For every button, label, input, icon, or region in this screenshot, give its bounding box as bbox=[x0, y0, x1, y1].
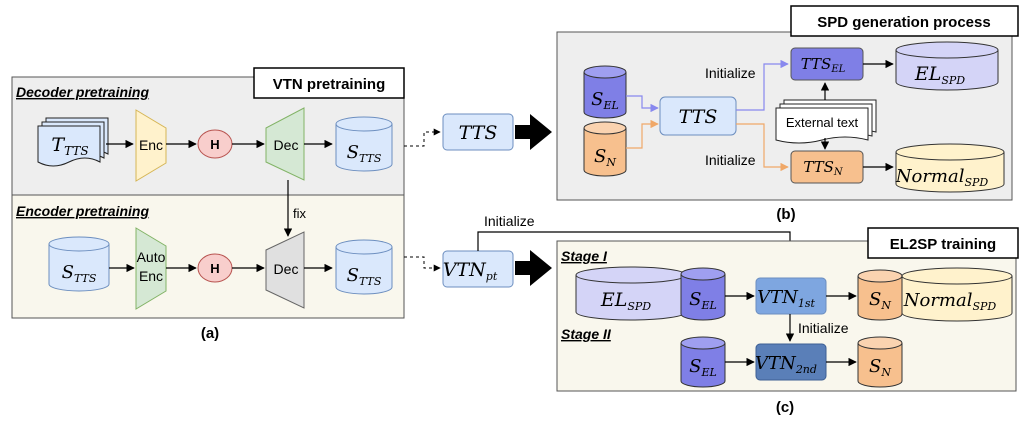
decoder-block-bottom bbox=[265, 231, 305, 309]
auto-encoder-label-2: Enc bbox=[139, 268, 163, 284]
stage-1-label: Stage I bbox=[561, 248, 608, 264]
vtn-2nd-label: VTN2nd bbox=[755, 353, 817, 376]
panel-b: SPD generation process SEL SN TTS Initia… bbox=[556, 5, 1019, 223]
el2sp-title: EL2SP training bbox=[890, 236, 996, 253]
hidden-label-top: H bbox=[210, 137, 219, 152]
s-n-label-b: SN bbox=[594, 146, 616, 169]
tts-n-label: TTSN bbox=[803, 158, 844, 178]
spd-title-box bbox=[790, 5, 1019, 37]
normal-spd-cylinder-c bbox=[901, 267, 1013, 322]
decoder-label-bottom: Dec bbox=[274, 261, 299, 277]
s-n-label-c2: SN bbox=[869, 356, 891, 379]
s-tts-label-right: STTS bbox=[347, 265, 382, 288]
tts-el-label: TTSEL bbox=[801, 55, 846, 75]
panel-c: EL2SP training Stage I Stage II ELSPD SE… bbox=[556, 227, 1019, 416]
caption-c: (c) bbox=[776, 399, 794, 416]
external-text-label: External text bbox=[786, 115, 859, 130]
s-el-cylinder-c1 bbox=[680, 267, 726, 321]
s-tts-label-left: STTS bbox=[62, 262, 97, 285]
decoder-label-top: Dec bbox=[274, 137, 299, 153]
s-el-label-b: SEL bbox=[591, 89, 619, 112]
s-n-cylinder-c1 bbox=[857, 269, 903, 321]
fix-label: fix bbox=[293, 206, 307, 221]
initialize-label-middle: Initialize bbox=[484, 213, 535, 229]
tts-box-b bbox=[659, 96, 737, 136]
s-n-label-c1: SN bbox=[869, 289, 891, 312]
initialize-label-bottom: Initialize bbox=[705, 152, 756, 168]
normal-spd-label-c: NormalSPD bbox=[903, 290, 997, 313]
s-el-label-c1: SEL bbox=[689, 289, 717, 312]
el2sp-title-box bbox=[867, 227, 1019, 259]
tts-box bbox=[442, 113, 514, 151]
caption-b: (b) bbox=[776, 206, 795, 223]
hidden-label-bottom: H bbox=[210, 261, 219, 276]
s-n-cylinder-c2 bbox=[857, 336, 903, 388]
vtn-pt-label: VTNpt bbox=[443, 259, 498, 283]
s-el-cylinder-b bbox=[583, 65, 627, 119]
s-el-label-c2: SEL bbox=[689, 356, 717, 379]
el-spd-cylinder-b bbox=[895, 41, 999, 91]
normal-spd-cylinder-b bbox=[895, 143, 1005, 193]
vtn-pretraining-title: VTN pretraining bbox=[273, 76, 386, 93]
encoder-block bbox=[135, 109, 167, 182]
s-tts-cylinder-top bbox=[335, 116, 393, 172]
normal-spd-label-b: NormalSPD bbox=[895, 166, 989, 189]
middle-column: TTS VTNpt Initialize bbox=[404, 113, 795, 288]
caption-a: (a) bbox=[201, 325, 219, 342]
encoder-pretraining-label: Encoder pretraining bbox=[16, 203, 149, 219]
encoder-label: Enc bbox=[139, 137, 163, 153]
t-tts-label: TTTS bbox=[51, 134, 88, 158]
t-tts-document-stack bbox=[37, 117, 109, 167]
decoder-pretraining-label: Decoder pretraining bbox=[16, 84, 149, 100]
panel-a: VTN pretraining Decoder pretraining Enco… bbox=[11, 67, 405, 342]
s-n-cylinder-b bbox=[583, 121, 627, 177]
el-spd-label-b: ELSPD bbox=[914, 63, 965, 87]
el-spd-label-c: ELSPD bbox=[600, 289, 651, 313]
stage-2-label: Stage II bbox=[561, 326, 612, 342]
s-tts-cylinder-left bbox=[48, 236, 110, 292]
auto-encoder-block bbox=[135, 227, 167, 310]
big-arrow-top bbox=[515, 114, 552, 150]
auto-encoder-label-1: Auto bbox=[137, 249, 166, 265]
s-tts-cylinder-right bbox=[335, 239, 393, 295]
big-arrow-bottom bbox=[515, 250, 552, 286]
tts-label-b: TTS bbox=[679, 106, 718, 128]
vtn-pretraining-title-box bbox=[253, 67, 405, 99]
initialize-label-top: Initialize bbox=[705, 65, 756, 81]
spd-title: SPD generation process bbox=[817, 14, 990, 31]
decoder-block-top bbox=[265, 107, 305, 181]
el-spd-cylinder-c bbox=[575, 266, 687, 321]
s-tts-label-top: STTS bbox=[347, 142, 382, 165]
initialize-label-c: Initialize bbox=[798, 320, 849, 336]
vtn-1st-label: VTN1st bbox=[757, 287, 815, 310]
external-text-stack bbox=[775, 99, 877, 144]
s-el-cylinder-c2 bbox=[680, 336, 726, 388]
tts-box-label: TTS bbox=[459, 122, 498, 144]
